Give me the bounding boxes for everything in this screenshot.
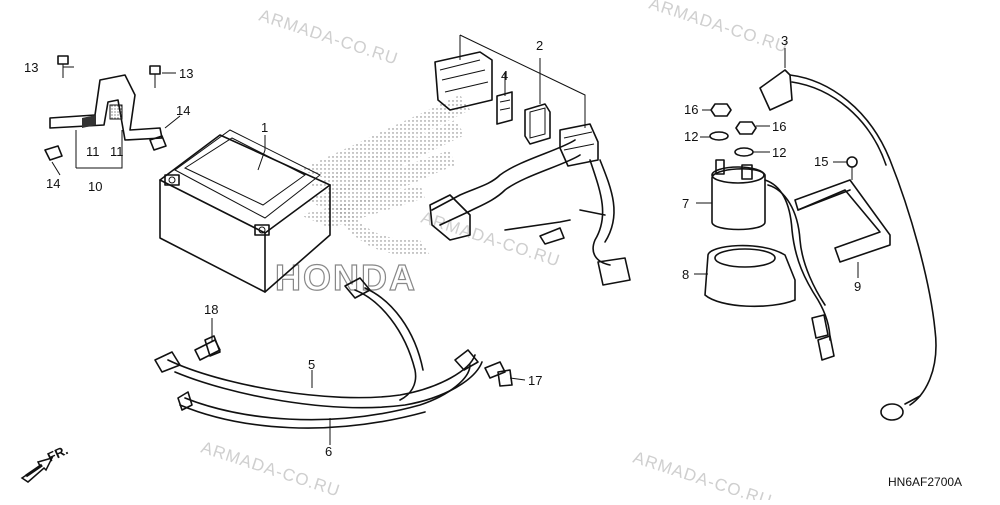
callout-12-left: 12 <box>684 129 698 144</box>
honda-wing-logo: HONDA <box>274 95 470 299</box>
callout-5: 5 <box>308 357 315 372</box>
leader-lines <box>51 48 859 445</box>
callout-2: 2 <box>536 38 543 53</box>
callout-6: 6 <box>325 444 332 459</box>
bolt-13-left <box>57 55 69 78</box>
callout-10: 10 <box>88 179 102 194</box>
starter-solenoid <box>711 159 835 361</box>
nut-16-right <box>735 121 757 135</box>
fuse-cover <box>434 51 493 111</box>
callout-16-left: 16 <box>684 102 698 117</box>
watermark-layer: ARMADA-CO.RU ARMADA-CO.RU ARMADA-CO.RU A… <box>199 0 791 505</box>
seal-2 <box>524 103 551 145</box>
callout-3: 3 <box>781 33 788 48</box>
diagram-code: HN6AF2700A <box>888 475 962 489</box>
callout-17: 17 <box>528 373 542 388</box>
callout-13-right: 13 <box>179 66 193 81</box>
watermark-bottom-left: ARMADA-CO.RU <box>199 438 343 500</box>
callout-11-right: 11 <box>110 144 124 159</box>
callout-13-left: 13 <box>24 60 38 75</box>
solenoid-rubber-cover <box>704 244 796 308</box>
callout-14-left: 14 <box>46 176 60 191</box>
fuse-group-leader <box>459 34 586 128</box>
nut-16-left <box>710 103 732 117</box>
main-fuse-harness <box>429 139 631 286</box>
honda-brand-text: HONDA <box>275 257 417 298</box>
solenoid-bracket <box>794 179 891 263</box>
screw-15 <box>846 156 858 180</box>
battery-cables <box>154 277 483 429</box>
callout-12-right: 12 <box>772 145 786 160</box>
starter-cable <box>759 69 937 421</box>
watermark-top-center: ARMADA-CO.RU <box>257 6 401 69</box>
callout-labels: 1 2 3 4 5 6 7 8 9 10 11 11 12 12 13 13 1… <box>24 33 861 459</box>
fr-label: FR. <box>45 442 70 464</box>
callout-9: 9 <box>854 279 861 294</box>
callout-4: 4 <box>501 68 508 83</box>
callout-16-right: 16 <box>772 119 786 134</box>
callout-7: 7 <box>682 196 689 211</box>
washer-12-right <box>734 147 754 157</box>
battery-bracket <box>44 74 167 161</box>
callout-14-right: 14 <box>176 103 190 118</box>
bolt-18 <box>194 335 221 361</box>
fuse-4 <box>496 91 513 125</box>
watermark-bottom-right: ARMADA-CO.RU <box>631 448 775 500</box>
bolt-17 <box>484 361 513 387</box>
callout-18: 18 <box>204 302 218 317</box>
bolt-13-right <box>149 65 161 88</box>
battery <box>159 129 331 293</box>
callout-11-left: 11 <box>86 144 100 159</box>
callout-15: 15 <box>814 154 828 169</box>
fr-arrow-icon: FR. <box>20 442 70 483</box>
watermark-top-right: ARMADA-CO.RU <box>647 0 791 57</box>
callout-8: 8 <box>682 267 689 282</box>
washer-12-left <box>709 131 729 141</box>
callout-1: 1 <box>261 120 268 135</box>
